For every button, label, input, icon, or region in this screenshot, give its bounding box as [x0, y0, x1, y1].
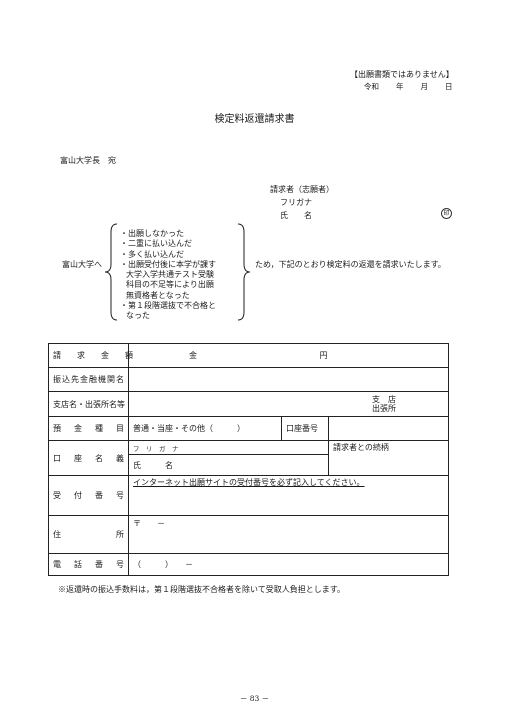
relation-label: 請求者との続柄 — [333, 443, 389, 452]
amount-prefix: 金 — [189, 351, 197, 360]
fee-footnote: ※返還時の振込手数料は，第１段階選抜不合格者を除いて受取人負担とします。 — [58, 585, 345, 594]
amount-field[interactable]: 金 円 — [127, 343, 450, 368]
holder-furigana-field[interactable]: フ リ ガ ナ — [128, 440, 329, 455]
phone-label: 電 話 番 号 — [48, 553, 129, 576]
addressee: 富山大学長 宛 — [60, 156, 116, 165]
seal-mark: 印 — [441, 208, 452, 219]
reason-item: 無資格者となった — [126, 290, 190, 300]
amount-unit: 円 — [319, 351, 328, 360]
receipt-number-label: 受 付 番 号 — [48, 475, 129, 516]
document-title: 検定料返還請求書 — [214, 114, 295, 125]
applicant-name-label: 氏 名 — [280, 211, 312, 220]
phone-format: （ ） － — [133, 560, 193, 569]
account-number-label: 口座番号 — [281, 416, 329, 441]
deposit-type-options[interactable]: 普通・当座・その他（ ） — [128, 416, 282, 441]
reason-item: ・二重に払い込んだ — [120, 239, 192, 249]
deposit-row: 預 金 種 目 普通・当座・その他（ ） 口座番号 — [48, 416, 450, 441]
reason-item: 大学入学共通テスト受験 — [126, 270, 214, 280]
branch-label: 支店名・出張所名等 — [48, 391, 129, 417]
branch-field[interactable]: 支 店 出張所 — [127, 391, 450, 417]
left-brace-icon — [104, 223, 118, 321]
not-application-document-notice: 【出願書類ではありません】 — [350, 70, 454, 79]
bank-field[interactable] — [127, 367, 450, 392]
reason-item: 科目の不足等により出願 — [126, 280, 214, 290]
amount-row: 請 求 金 額 金 円 — [48, 343, 450, 368]
account-number-field[interactable] — [327, 416, 450, 441]
bank-label: 振込先金融機関名 — [48, 367, 129, 392]
date-day: 日 — [445, 82, 453, 91]
date-era: 令和 — [364, 82, 379, 91]
branch-option-shiten: 支 店 — [372, 395, 397, 404]
date-year: 年 — [396, 82, 404, 91]
reason-item: なった — [126, 311, 150, 321]
receipt-row: 受 付 番 号 インターネット出願サイトの受付番号を必ず記入してください。 — [48, 475, 450, 516]
refund-form-table: 請 求 金 額 金 円 振込先金融機関名 支店名・出張所名等 支 店 出張所 預… — [48, 343, 450, 576]
phone-field[interactable]: （ ） － — [127, 553, 450, 576]
to-university-text: 富山大学へ — [62, 260, 102, 269]
request-text: ため，下記のとおり検定料の返還を請求いたします。 — [255, 260, 446, 269]
reason-item: ・出願しなかった — [120, 229, 184, 238]
reason-list: ・出願しなかった ・二重に払い込んだ ・多く払い込んだ ・出願受付後に本学が課す… — [120, 229, 216, 322]
page-number: － 83 － — [239, 694, 270, 703]
branch-option-shucchojo: 出張所 — [372, 404, 397, 413]
reason-item: ・出願受付後に本学が課す — [120, 259, 216, 269]
receipt-number-field[interactable]: インターネット出願サイトの受付番号を必ず記入してください。 — [127, 475, 450, 516]
applicant-block: 請求者（志願者） フリガナ 氏 名 — [270, 183, 334, 222]
address-row: 住 所 〒 － — [48, 515, 450, 554]
account-holder-label: 口 座 名 義 — [48, 440, 129, 476]
receipt-note: インターネット出願サイトの受付番号を必ず記入してください。 — [133, 478, 365, 487]
holder-furigana-row: 口 座 名 義 フ リ ガ ナ 請求者との続柄 — [48, 440, 450, 476]
relation-field[interactable]: 請求者との続柄 — [327, 440, 450, 476]
address-field[interactable]: 〒 － — [127, 515, 450, 554]
applicant-label: 請求者（志願者） — [270, 185, 334, 194]
reason-item: ・多く払い込んだ — [120, 249, 184, 259]
amount-label: 請 求 金 額 — [48, 343, 133, 368]
deposit-type-label: 預 金 種 目 — [48, 416, 129, 441]
date-month: 月 — [420, 82, 429, 91]
holder-name-field[interactable]: 氏 名 — [128, 454, 329, 476]
right-brace-icon — [237, 223, 251, 321]
postal-mark: 〒 － — [133, 519, 165, 528]
phone-row: 電 話 番 号 （ ） － — [48, 553, 450, 576]
date-line: 令和 年 月 日 — [364, 81, 453, 92]
applicant-furigana-label: フリガナ — [280, 198, 312, 207]
branch-row: 支店名・出張所名等 支 店 出張所 — [48, 391, 450, 417]
address-label: 住 所 — [48, 515, 129, 554]
bank-row: 振込先金融機関名 — [48, 367, 450, 392]
reason-item: ・第１段階選抜で不合格と — [120, 301, 216, 311]
